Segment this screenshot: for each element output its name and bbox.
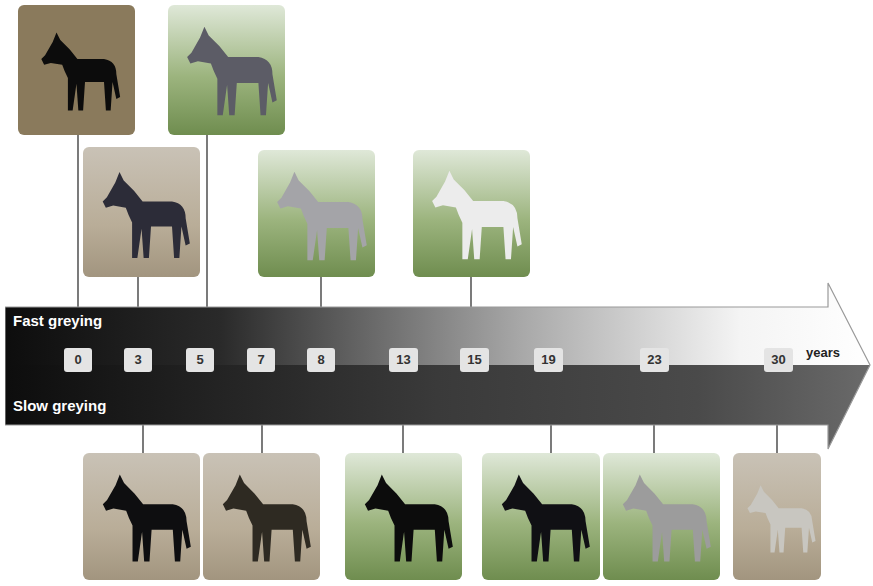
year-number: 19 xyxy=(541,352,555,367)
leader-line xyxy=(206,135,207,307)
photo-fast-0 xyxy=(18,5,135,135)
horse-figure xyxy=(365,475,453,562)
year-number: 15 xyxy=(467,352,481,367)
year-marker: 30 xyxy=(764,348,793,372)
photo-frame xyxy=(18,5,135,135)
leader-line xyxy=(261,425,262,453)
photo-fast-8 xyxy=(258,150,375,277)
arrow-outline xyxy=(5,283,870,449)
leader-line xyxy=(402,425,403,453)
year-marker: 13 xyxy=(389,348,418,372)
horse-figure xyxy=(103,475,191,562)
leader-line xyxy=(320,277,321,307)
timeline-arrow: Fast greyingSlow greying 0 3 5 7 8 13 15 19 23 30 y… xyxy=(5,282,871,450)
year-marker: 0 xyxy=(64,348,92,372)
leader-line xyxy=(550,425,551,453)
band-label: Fast greying xyxy=(13,312,102,329)
year-marker: 3 xyxy=(124,348,152,372)
year-marker: 15 xyxy=(460,348,489,372)
photo-slow-30 xyxy=(733,453,821,580)
leader-line xyxy=(776,425,777,453)
horse-figure xyxy=(502,475,590,562)
year-number: 30 xyxy=(771,352,785,367)
photo-frame xyxy=(482,453,600,580)
photo-frame xyxy=(603,453,720,580)
photo-frame xyxy=(203,453,320,580)
photo-frame xyxy=(413,150,530,277)
year-marker: 23 xyxy=(640,348,669,372)
photo-fast-5 xyxy=(168,5,285,135)
leader-line xyxy=(137,277,138,307)
year-number: 8 xyxy=(317,352,324,367)
year-number: 3 xyxy=(134,352,141,367)
leader-line xyxy=(653,425,654,453)
photo-fast-15 xyxy=(413,150,530,277)
horse-figure xyxy=(223,475,311,562)
year-marker: 7 xyxy=(247,348,275,372)
year-number: 13 xyxy=(396,352,410,367)
horse-figure xyxy=(432,171,522,260)
leader-line xyxy=(470,277,471,307)
photo-slow-3 xyxy=(83,453,200,580)
photo-frame xyxy=(258,150,375,277)
photo-slow-19 xyxy=(482,453,600,580)
horse-figure xyxy=(41,33,120,111)
horse-figure xyxy=(747,485,815,552)
horse-figure xyxy=(277,172,367,261)
photo-slow-23 xyxy=(603,453,720,580)
leader-line xyxy=(142,425,143,453)
year-number: 23 xyxy=(647,352,661,367)
leader-line xyxy=(77,135,78,307)
year-marker: 5 xyxy=(186,348,214,372)
year-number: 5 xyxy=(196,352,203,367)
horse-figure xyxy=(187,27,277,116)
horse-figure xyxy=(623,475,711,562)
photo-frame xyxy=(83,453,200,580)
year-marker: 8 xyxy=(307,348,335,372)
photo-frame xyxy=(83,147,200,277)
photo-slow-7 xyxy=(203,453,320,580)
band-label: Slow greying xyxy=(13,397,106,414)
year-number: 0 xyxy=(74,352,81,367)
photo-fast-3 xyxy=(83,147,200,277)
photo-frame xyxy=(733,453,821,580)
arrow-bottom-half xyxy=(5,365,870,449)
axis-unit: years xyxy=(806,345,840,360)
photo-slow-13 xyxy=(345,453,462,580)
year-marker: 19 xyxy=(534,348,563,372)
photo-frame xyxy=(168,5,285,135)
year-number: 7 xyxy=(257,352,264,367)
horse-figure xyxy=(103,172,190,258)
photo-frame xyxy=(345,453,462,580)
